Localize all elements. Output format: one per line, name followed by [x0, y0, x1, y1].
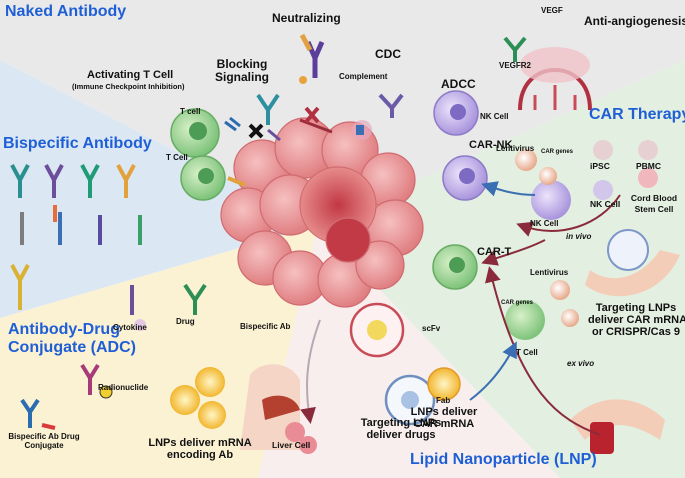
section-title-car-therapy: CAR Therapy — [589, 106, 685, 123]
label-cytokine: Cytokine — [113, 323, 147, 332]
label-adcc: ADCC — [441, 77, 476, 91]
label-complement: Complement — [339, 72, 388, 81]
adc-icons — [20, 283, 207, 430]
label-t-cell-top: T cell — [180, 107, 201, 116]
label-nk-cell-source: NK Cell — [590, 199, 621, 209]
label-liver-cell: Liver Cell — [272, 440, 311, 450]
label-lentivirus-top: Lentivirus — [496, 144, 535, 153]
label-car-t: CAR-T — [477, 246, 512, 258]
section-title-adc-line2: Conjugate (ADC) — [8, 339, 136, 356]
label-blocking-line2: Signaling — [215, 70, 269, 84]
section-title-naked-antibody: Naked Antibody — [5, 3, 127, 20]
section-title-bispecific-antibody: Bispecific Antibody — [3, 135, 152, 152]
label-targeting-car-line1: Targeting LNPs — [595, 302, 677, 314]
label-cdc: CDC — [375, 47, 401, 61]
label-drug: Drug — [176, 317, 195, 326]
label-bsadc-line2: Conjugate — [24, 441, 64, 450]
label-targeting-lnps-line1: Targeting LNPs — [360, 417, 442, 429]
nk-cell-adcc — [433, 90, 479, 136]
label-bsadc-line1: Bispecific Ab Drug — [8, 432, 80, 441]
label-targeting-lnps-line2: deliver drugs — [366, 429, 436, 441]
anti-angiogenesis-icon — [503, 36, 592, 111]
label-cord-blood-line1: Cord Blood — [630, 193, 678, 203]
blocking-antibody — [256, 93, 281, 142]
complement — [352, 93, 404, 140]
label-vegfr2: VEGFR2 — [499, 61, 532, 70]
label-car-genes-bottom: CAR genes — [501, 300, 534, 306]
label-t-cell-car: T Cell — [516, 348, 538, 357]
label-bispecific-ab: Bispecific Ab — [240, 322, 291, 331]
label-nk-cell-car: NK Cell — [530, 219, 559, 228]
car-icons — [432, 140, 680, 454]
label-radionuclide: Radionuclide — [98, 383, 149, 392]
label-fab: Fab — [436, 396, 451, 405]
bispecific-antibody-icons — [10, 164, 142, 310]
label-scfv: scFv — [422, 324, 441, 333]
label-neutralizing: Neutralizing — [272, 11, 341, 25]
neutralizing-antibody — [299, 33, 333, 134]
adc-sector — [0, 225, 318, 478]
label-lnps-mrna-line1: LNPs deliver mRNA — [148, 437, 252, 449]
lnp-icons — [170, 302, 461, 454]
label-lnps-car-line1: LNPs deliver — [410, 406, 478, 418]
section-title-lnp: Lipid Nanoparticle (LNP) — [410, 451, 597, 468]
label-pbmc: PBMC — [636, 161, 662, 171]
label-vegf: VEGF — [541, 6, 563, 15]
label-lnps-mrna-line2: encoding Ab — [166, 449, 234, 461]
label-checkpoint-inhibition: (Immune Checkpoint Inhibition) — [72, 82, 185, 91]
label-cord-blood-line2: Stem Cell — [634, 204, 674, 214]
label-anti-angiogenesis: Anti-angiogenesis — [584, 14, 685, 28]
bispecific-t-cell — [180, 155, 246, 201]
label-car-nk: CAR-NK — [469, 139, 513, 151]
label-lnps-car-line2: CAR mRNA — [413, 418, 475, 430]
label-lentivirus-bottom: Lentivirus — [530, 268, 569, 277]
section-title-adc-line1: Antibody-Drug — [8, 321, 120, 338]
label-blocking-line1: Blocking — [216, 57, 268, 71]
label-ex-vivo: ex vivo — [567, 359, 595, 368]
label-ipsc: iPSC — [590, 161, 610, 171]
car-sector — [318, 60, 685, 478]
label-targeting-car-line2: deliver CAR mRNA — [588, 314, 685, 326]
label-t-cell-bispecific: T Cell — [166, 153, 188, 162]
label-nk-cell-adcc: NK Cell — [480, 112, 509, 121]
label-targeting-car-line3: or CRISPR/Cas 9 — [591, 326, 681, 338]
label-car-genes-top: CAR genes — [541, 149, 574, 155]
label-activating-t-cell: Activating T Cell — [87, 69, 174, 81]
bispecific-sector — [0, 60, 318, 318]
label-in-vivo: in vivo — [566, 232, 592, 241]
flow-arrows — [300, 181, 621, 436]
